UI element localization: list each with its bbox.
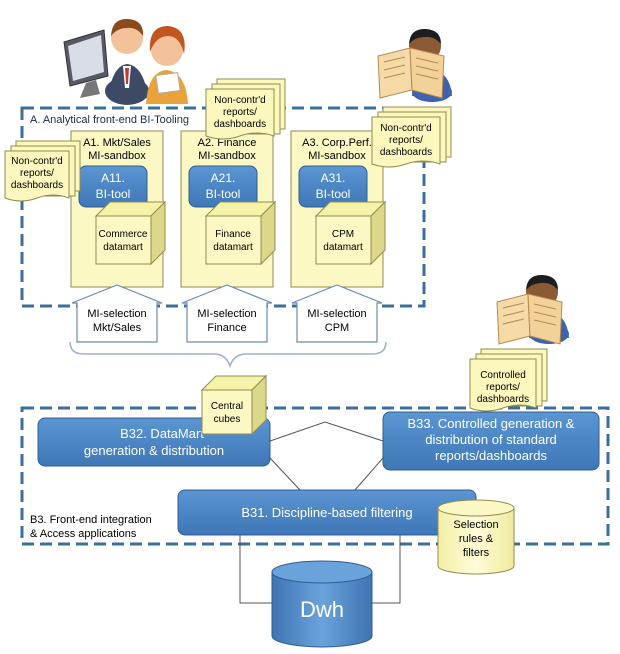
report-line3: dashboards [214,119,266,130]
section-b-title-line2: & Access applications [30,528,137,540]
grouping-brace [69,341,387,369]
mi-selection-line1: MI-selection [197,308,256,320]
cube-label-1: CPM [332,229,354,240]
sandbox-title-line2: MI-sandbox [308,150,366,162]
report-line3: dashboards [11,180,63,191]
selection-rules-line1: Selection [453,519,498,531]
central-cubes: Central cubes [200,374,268,436]
newspaper-reader-icon [496,274,569,345]
bi-tool-label-2: BI-tool [316,187,351,201]
report-line3: dashboards [477,394,529,405]
b31-label: B31. Discipline-based filtering [241,505,412,520]
sandbox-title-line1: A3. Corp.Perf. [302,137,372,149]
selection-rules-line3: filters [463,547,490,559]
section-b-frame [20,406,610,546]
report-line1: Non-contr'd [380,123,431,134]
b32-b31-connector [269,457,301,491]
report-line2: reports/ [389,135,423,146]
mi-selection-line2: Finance [207,322,246,334]
bi-tool-label-2: BI-tool [206,187,241,201]
central-cubes-line1: Central [211,401,243,412]
bi-tool-label-1: A21. [211,171,236,185]
datamart-cube: Finance datamart [204,200,277,266]
cube-label-2: datamart [323,242,363,253]
newspaper-reader-icon [377,28,452,102]
mi-selection-line1: MI-selection [307,308,366,320]
b33-controlled-generation-box: B33. Controlled generation & distributio… [382,411,600,471]
controlled-reports: Controlled reports/ dashboards [469,348,548,412]
bi-tool-label-2: BI-tool [96,187,131,201]
mi-selection-arrow-a3: MI-selection CPM [291,284,383,343]
sandbox-a1: A1. Mkt/Sales MI-sandbox A11. BI-tool Co… [70,130,167,288]
section-a-title: A. Analytical front-end BI-Tooling [30,114,189,126]
b31-dwh-connector-left [239,535,272,604]
bi-tool-label-1: A31. [321,171,346,185]
noncontrolled-reports-right: Non-contr'd reports/ dashboards [371,106,452,168]
selection-rules-cylinder: Selection rules & filters [437,499,515,575]
cube-label-2: datamart [103,242,143,253]
report-line1: Controlled [480,370,526,381]
mi-selection-line2: CPM [325,322,349,334]
b33-label-line1: B33. Controlled generation & [408,416,575,431]
b32-label-line2: generation & distribution [84,443,224,458]
sandbox-a3: A3. Corp.Perf. MI-sandbox A31. BI-tool C… [290,130,387,288]
report-line1: Non-contr'd [214,95,265,106]
b33-label-line3: reports/dashboards [435,448,548,463]
dwh-database-cylinder: Dwh [271,560,373,648]
sandbox-title-line2: MI-sandbox [198,150,256,162]
noncontrolled-reports-left: Non-contr'd reports/ dashboards [4,140,81,202]
mi-selection-arrow-a2: MI-selection Finance [181,284,273,343]
report-line2: reports/ [20,168,54,179]
b32-b33-connector [269,421,384,442]
cube-label-1: Finance [215,229,251,240]
datamart-cube: Commerce datamart [94,200,167,266]
dwh-label: Dwh [300,597,344,622]
b32-label-line1: B32. DataMart [120,426,204,441]
report-line3: dashboards [380,147,432,158]
sandbox-title-line2: MI-sandbox [88,150,146,162]
central-cubes-line2: cubes [214,414,241,425]
b31-dwh-connector-right [372,535,401,604]
sandbox-a2: A2. Finance MI-sandbox A21. BI-tool Fina… [180,130,277,288]
selection-rules-line2: rules & [459,533,494,545]
report-line1: Non-contr'd [11,156,62,167]
b33-b31-connector [354,457,384,491]
mi-selection-line1: MI-selection [87,308,146,320]
report-line2: reports/ [223,107,257,118]
noncontrolled-reports-middle: Non-contr'd reports/ dashboards [205,78,286,140]
bi-tool-label-1: A11. [101,171,125,185]
cube-label-1: Commerce [99,229,148,240]
section-b-title-line1: B3. Front-end integration [30,514,152,526]
sandbox-title-line1: A1. Mkt/Sales [83,137,151,149]
report-line2: reports/ [486,382,520,393]
b31-filtering-box: B31. Discipline-based filtering [177,489,477,536]
cube-label-2: datamart [213,242,253,253]
mi-selection-line2: Mkt/Sales [93,322,142,334]
b33-label-line2: distribution of standard [425,432,557,447]
datamart-cube: CPM datamart [314,200,387,266]
workstation-users-icon [63,18,188,105]
mi-selection-arrow-a1: MI-selection Mkt/Sales [71,284,163,343]
sandbox-title-line1: A2. Finance [198,137,257,149]
